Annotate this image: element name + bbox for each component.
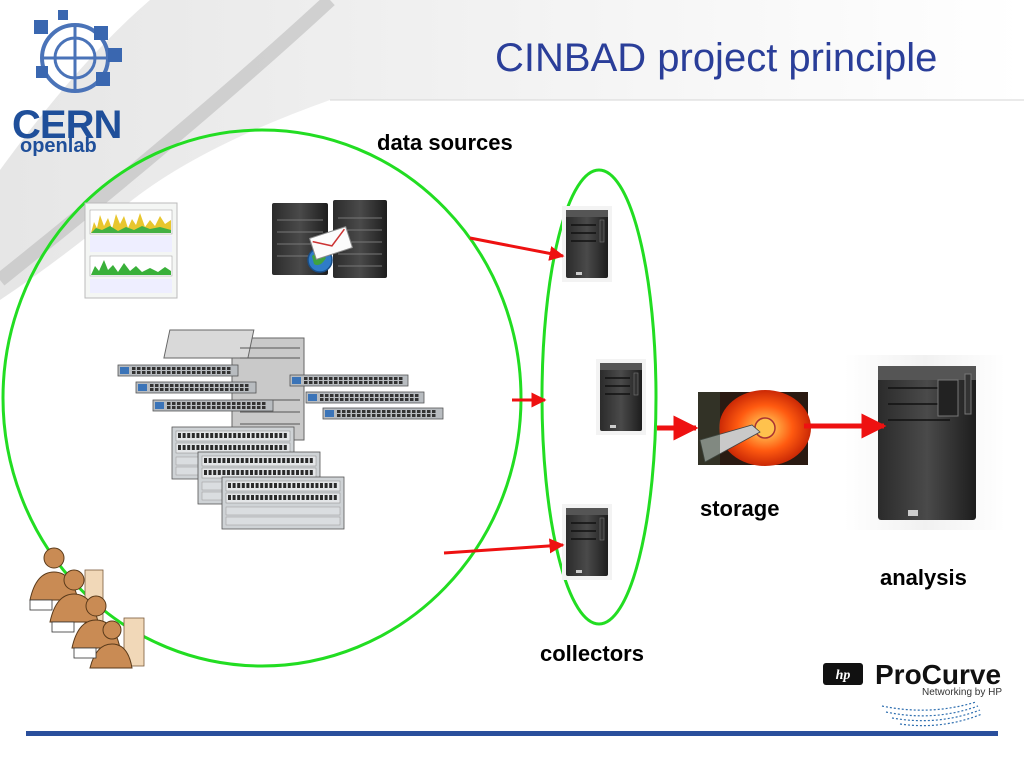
traffic-graph-icon bbox=[84, 202, 178, 299]
rack-switch bbox=[305, 391, 425, 404]
users-icon bbox=[29, 547, 145, 669]
cern-logo-text: CERN bbox=[12, 103, 122, 147]
arrow-bottom bbox=[443, 538, 565, 555]
procurve-swoosh-icon bbox=[881, 701, 983, 727]
collector-tower bbox=[562, 504, 612, 580]
modular-switch bbox=[221, 476, 345, 530]
arrow-top bbox=[469, 236, 565, 261]
rack-switch bbox=[322, 407, 444, 420]
cern-logo-icon bbox=[34, 10, 122, 93]
network-switch-icon bbox=[117, 364, 444, 420]
openlab-logo-text: openlab bbox=[20, 135, 97, 157]
procurve-tagline: Networking by HP bbox=[922, 687, 1003, 698]
collectors-label: collectors bbox=[540, 641, 644, 666]
hard-disk-icon bbox=[698, 390, 811, 466]
collector-tower bbox=[596, 359, 646, 435]
storage-label: storage bbox=[700, 496, 780, 521]
rack-switch bbox=[289, 374, 409, 387]
rack-switch bbox=[152, 399, 274, 412]
tower-server-icon bbox=[562, 206, 646, 580]
page-title: CINBAD project principle bbox=[495, 36, 938, 80]
analysis-server-icon bbox=[845, 355, 1005, 530]
modular-switch-icon bbox=[171, 426, 345, 530]
procurve-logo-text: ProCurve bbox=[875, 659, 1002, 690]
data-sources-label: data sources bbox=[377, 130, 513, 155]
rack-switch bbox=[117, 364, 239, 377]
bottom-rule bbox=[26, 731, 998, 736]
hp-logo-text: hp bbox=[836, 668, 851, 683]
data-sources-ellipse bbox=[1, 128, 523, 668]
flow-arrows bbox=[443, 236, 565, 555]
analysis-label: analysis bbox=[880, 565, 967, 590]
server-email-icon bbox=[272, 200, 387, 278]
hp-logo-icon: hp bbox=[823, 663, 863, 685]
rack-switch bbox=[135, 381, 257, 394]
collector-tower bbox=[562, 206, 612, 282]
